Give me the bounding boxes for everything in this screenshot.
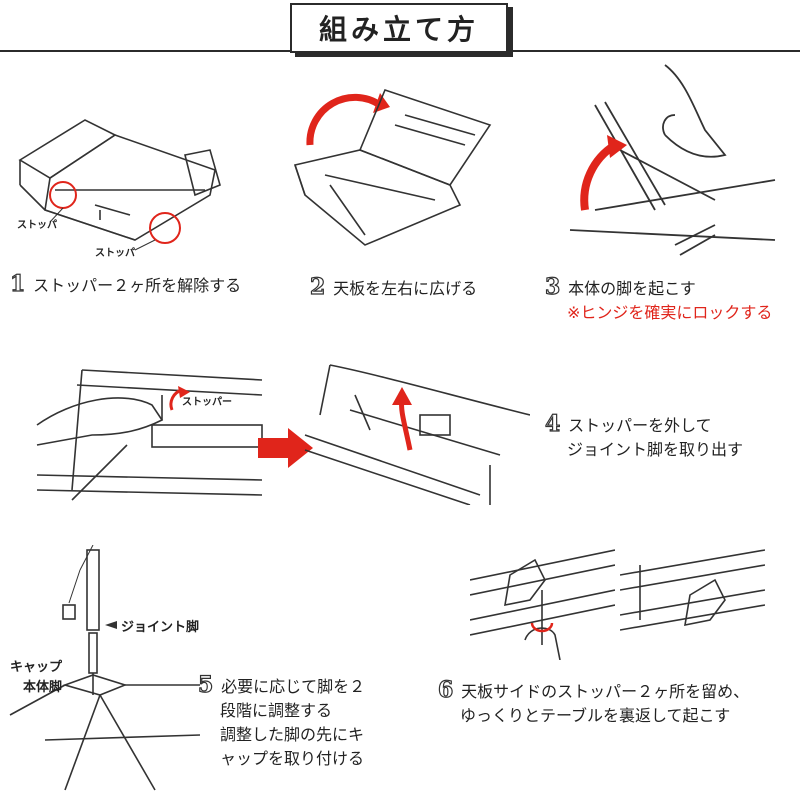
step-1: 1 ストッパー２ヶ所を解除する bbox=[9, 271, 242, 298]
step-6-text-1: 天板サイドのストッパー２ヶ所を留め、 bbox=[461, 682, 750, 701]
figure-step-6b bbox=[620, 545, 765, 645]
page-title-text: 組み立て方 bbox=[318, 13, 479, 46]
step-2-number: 2 bbox=[309, 274, 326, 300]
figure-step-3 bbox=[565, 60, 780, 265]
step-2-text: 天板を左右に広げる bbox=[333, 279, 478, 298]
step-5-text-4: ャップを取り付ける bbox=[220, 749, 365, 768]
joint-leg-label: ジョイント脚 bbox=[121, 619, 199, 635]
step-5: 5 必要に応じて脚を２ 段階に調整する 調整した脚の先にキ ャップを取り付ける bbox=[197, 672, 366, 771]
step-1-number: 1 bbox=[9, 271, 26, 297]
figure-step-4a: ストッパー bbox=[32, 350, 267, 505]
cap-label: キャップ bbox=[10, 660, 63, 675]
step-1-text: ストッパー２ヶ所を解除する bbox=[33, 276, 242, 295]
next-arrow bbox=[258, 428, 313, 468]
figure-step-5: ジョイント脚 キャップ 本体脚 bbox=[5, 545, 205, 795]
step-3-text: 本体の脚を起こす bbox=[568, 279, 696, 298]
figure-step-1: ストッパ ストッパ bbox=[15, 110, 225, 265]
figure-step-6a bbox=[470, 545, 615, 660]
step-4: 4 ストッパーを外して ジョイント脚を取り出す bbox=[544, 411, 744, 462]
body-leg-label: 本体脚 bbox=[23, 679, 62, 695]
figure-step-4b bbox=[300, 355, 530, 505]
step-3: 3 本体の脚を起こす ※ヒンジを確実にロックする bbox=[544, 274, 773, 325]
stopper-label-1: ストッパ bbox=[17, 219, 57, 231]
step-5-number: 5 bbox=[197, 672, 214, 698]
stopper-label-2: ストッパ bbox=[95, 247, 135, 259]
step-2: 2 天板を左右に広げる bbox=[309, 274, 478, 301]
step-6-text-2: ゆっくりとテーブルを裏返して起こす bbox=[460, 706, 731, 725]
step-5-text-3: 調整した脚の先にキ bbox=[220, 725, 365, 744]
figure-step-2 bbox=[285, 85, 510, 255]
step-6-number: 6 bbox=[437, 677, 454, 703]
step-4-text-2: ジョイント脚を取り出す bbox=[567, 440, 744, 459]
step-4-text-1: ストッパーを外して bbox=[568, 416, 712, 435]
step-5-text-1: 必要に応じて脚を２ bbox=[221, 677, 366, 696]
step-3-number: 3 bbox=[544, 274, 561, 300]
page-title: 組み立て方 bbox=[290, 3, 508, 53]
step-3-note: ※ヒンジを確実にロックする bbox=[567, 303, 773, 322]
step-5-text-2: 段階に調整する bbox=[220, 701, 333, 720]
step-4-number: 4 bbox=[544, 411, 561, 437]
stopper-label-3: ストッパー bbox=[182, 396, 232, 408]
step-6: 6 天板サイドのストッパー２ヶ所を留め、 ゆっくりとテーブルを裏返して起こす bbox=[437, 677, 750, 728]
